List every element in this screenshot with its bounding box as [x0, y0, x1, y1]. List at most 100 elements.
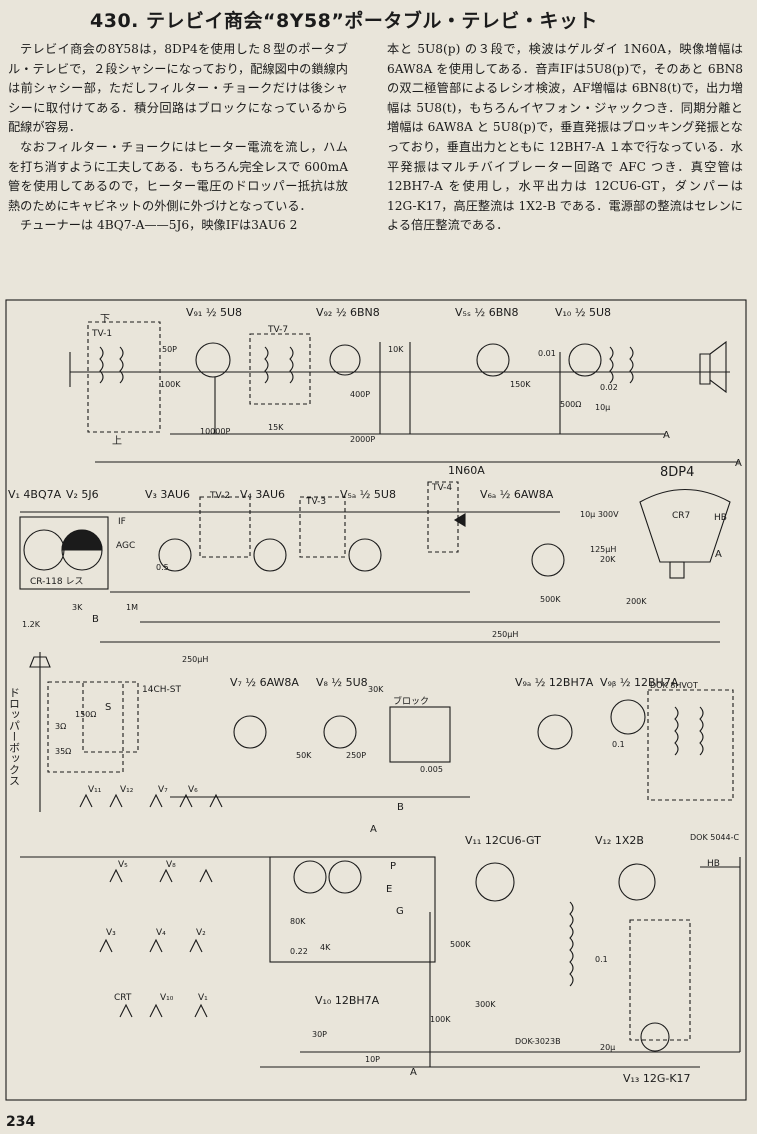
tube-v8 [323, 715, 357, 749]
value: 50P [162, 345, 177, 354]
circuit-schematic: V₉₁ ½ 5U8 V₉₂ ½ 6BN8 V₅ₛ ½ 6BN8 V₁₀ ½ 5U… [5, 299, 747, 1101]
tuner-coil-box [87, 321, 161, 433]
terminal-label: A [715, 549, 722, 560]
value: 3K [72, 603, 83, 612]
plug-icon [29, 656, 51, 668]
value: 10P [365, 1055, 380, 1064]
tv4-label: TV-4 [431, 483, 452, 493]
transformer-v-label: DOK 8HVOT [650, 681, 698, 690]
tube-v5a [348, 538, 382, 572]
block-label: ブロック [393, 695, 429, 707]
horizontal-osc-box [269, 856, 436, 963]
value: 2000P [350, 435, 375, 444]
tube-label: V₁₀ ½ 5U8 [555, 306, 611, 319]
paragraph: テレビイ商会の8Y58は，8DP4を使用した８型のポータブル・テレビで，２段シャ… [8, 42, 348, 135]
tube-v10b [328, 860, 362, 894]
tube-label: V₅ₛ ½ 6BN8 [455, 306, 518, 319]
terminal-label: G [396, 906, 404, 917]
agc-label: AGC [116, 541, 135, 551]
terminal-label: P [390, 861, 396, 872]
flyback-label: DOK-3023B [515, 1037, 561, 1046]
tube-v9a [195, 342, 231, 378]
value: 500K [450, 940, 471, 949]
value: 0.01 [538, 349, 556, 358]
tube-label: V₂ 5J6 [66, 488, 99, 501]
value: 0.22 [290, 947, 308, 956]
value: 500Ω [560, 400, 581, 409]
tube-v10 [568, 343, 602, 377]
value: 0.5 [156, 563, 169, 572]
tube-v9a-sync [537, 714, 573, 750]
value: 0.1 [612, 740, 625, 749]
tube-label: V₉₁ ½ 5U8 [186, 306, 242, 319]
value: 0.02 [600, 383, 618, 392]
paragraph: チューナーは 4BQ7-A——5J6，映像IFは3AU6 2 [20, 218, 298, 233]
terminal-label: A [663, 430, 670, 441]
article-left-column: テレビイ商会の8Y58は，8DP4を使用した８型のポータブル・テレビで，２段シャ… [8, 40, 348, 236]
tv4-box [427, 481, 459, 553]
terminal-label: S [105, 702, 111, 713]
tube-label: V₉₂ ½ 6BN8 [316, 306, 380, 319]
article-right-column: 本と 5U8(p) の３段で，検波はゲルダイ 1N60A，映像増幅は6AW8A … [387, 40, 743, 236]
tube-v6a [531, 543, 565, 577]
crt-tube [639, 488, 731, 563]
value: 20K [600, 555, 616, 564]
terminal-label: A [370, 824, 377, 835]
tv3-box [299, 496, 346, 558]
flyback-coil [569, 901, 574, 987]
heater-label: V₂ [196, 928, 206, 938]
tv7-box [249, 333, 311, 405]
tuner-label: CR-118 レス [30, 577, 83, 587]
heater-label: CRT [114, 993, 132, 1003]
terminal-label: B [92, 614, 99, 625]
speaker-icon [699, 340, 727, 394]
tube-label: V₇ ½ 6AW8A [230, 676, 299, 689]
tube-label: V₁₀ 12BH7A [315, 994, 380, 1007]
value: 250μH [492, 630, 518, 639]
tube-label: V₃ 3AU6 [145, 488, 190, 501]
value: 15K [268, 423, 284, 432]
tube-v12 [618, 863, 656, 901]
choke-label: 14CH-ST [142, 685, 181, 695]
terminal-label: A [735, 458, 742, 469]
tv2-box [199, 496, 251, 558]
tube-label: V₆ₐ ½ 6AW8A [480, 488, 554, 501]
top-label: 下 [100, 314, 110, 325]
tv3-label: TV-3 [305, 497, 326, 507]
tube-v9b-sync [610, 699, 646, 735]
tuner-coil-label: TV-1 [91, 329, 112, 339]
paragraph: なおフィルター・チョークにはヒーター電流を流し，ハムを打ち消すように工夫してある… [8, 139, 348, 213]
tube-label: V₅ₐ ½ 5U8 [340, 488, 396, 501]
heater-label: V₁₀ [160, 993, 174, 1003]
diode-icon [453, 513, 466, 527]
tube-v7 [233, 715, 267, 749]
heater-label: V₅ [118, 860, 128, 870]
tuner-box [19, 516, 109, 590]
transformer-h-label: DOK 5044-C [690, 833, 739, 842]
heater-label: V₃ [106, 928, 116, 938]
hv-label-2: HB [707, 859, 720, 869]
value: 3Ω [55, 722, 66, 731]
dropper-label: ドロッパーボックス [8, 687, 21, 786]
tube-label: V₉ₐ ½ 12BH7A [515, 676, 594, 689]
tube-label: V₁₂ 1X2B [595, 834, 644, 847]
tube-v9b [329, 344, 361, 376]
value: 30P [312, 1030, 327, 1039]
block-box [389, 706, 451, 763]
value: 10000P [200, 427, 230, 436]
value: 200K [626, 597, 647, 606]
terminal-label: A [410, 1067, 417, 1078]
value: 4K [320, 943, 331, 952]
value: 30K [368, 685, 384, 694]
tube-v11 [475, 862, 515, 902]
heater-label: V₁₁ [88, 785, 102, 795]
schematic-labels: V₉₁ ½ 5U8 V₉₂ ½ 6BN8 V₅ₛ ½ 6BN8 V₁₀ ½ 5U… [8, 306, 739, 1085]
heater-label: V₁ [198, 993, 208, 1003]
terminal-labels: A A A B A B A E G P S [92, 430, 742, 1078]
value: 250P [346, 751, 366, 760]
terminal-label: E [386, 884, 392, 895]
value: 0.005 [420, 765, 443, 774]
value: 250μH [182, 655, 208, 664]
value: 100K [160, 380, 181, 389]
